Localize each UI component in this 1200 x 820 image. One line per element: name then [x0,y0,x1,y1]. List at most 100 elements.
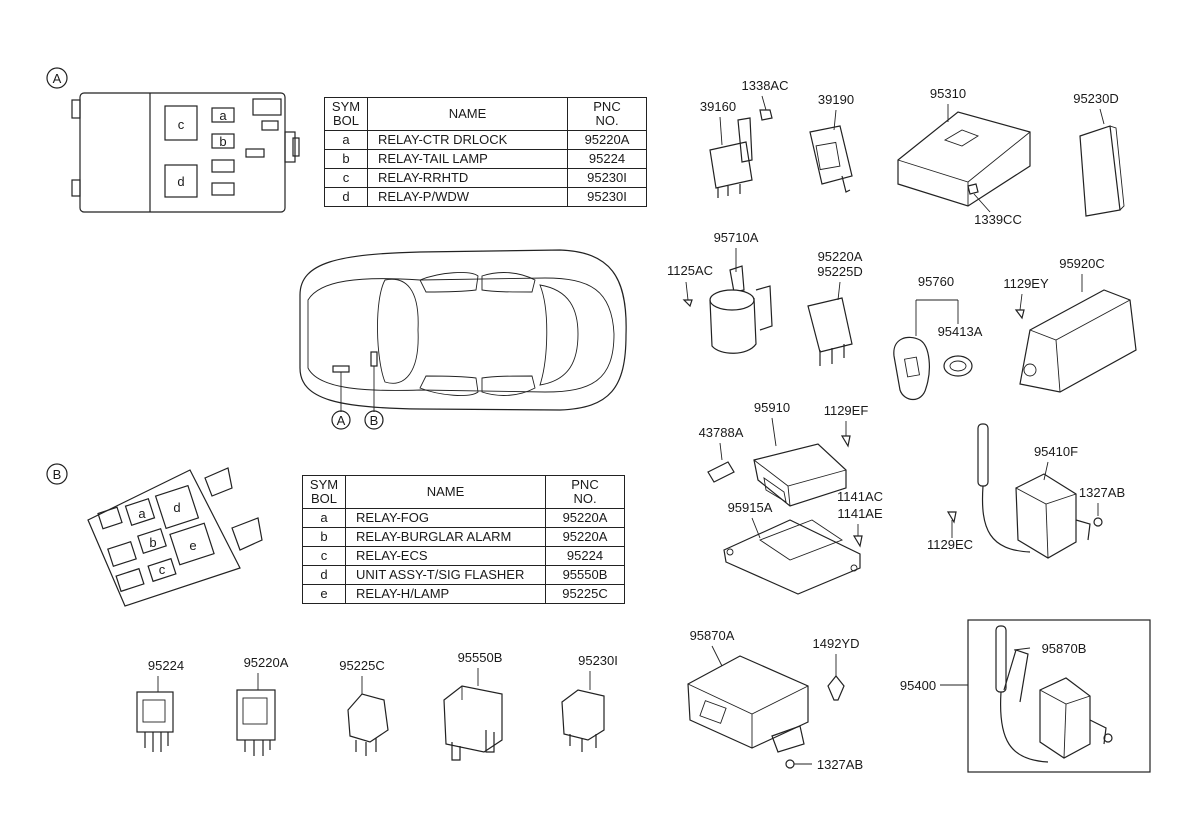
svg-text:95230I: 95230I [578,653,618,668]
sensor-95410f: 95410F 1327AB 1129EC [927,423,1125,559]
svg-text:95230D: 95230D [1073,91,1119,106]
box-95400: 95400 95870B [900,619,1151,773]
svg-text:1327AB: 1327AB [1079,485,1125,500]
svg-text:1129EF: 1129EF [824,403,869,418]
row-symbol: c [302,546,346,566]
relay-39160: 39160 1338AC [700,78,788,198]
row-name: RELAY-H/LAMP [345,584,546,604]
svg-text:95870B: 95870B [1042,641,1087,656]
svg-text:95920C: 95920C [1059,256,1105,271]
svg-text:43788A: 43788A [699,425,744,440]
svg-text:95760: 95760 [918,274,954,289]
relay-95220a-bottom: 95220A [236,655,289,756]
row-name: RELAY-TAIL LAMP [367,149,568,169]
row-symbol: c [324,168,368,188]
svg-text:95220A: 95220A [244,655,289,670]
row-pnc: 95230I [567,187,647,207]
row-name: RELAY-CTR DRLOCK [367,130,568,150]
module-95870a: 95870A 1492YD 1327AB [687,628,863,772]
svg-text:95915A: 95915A [728,500,773,515]
fuse-b-label-a: a [138,506,146,521]
row-symbol: d [302,565,346,585]
table-row: d UNIT ASSY-T/SIG FLASHER 95550B [302,565,625,585]
row-pnc: 95220A [545,508,625,528]
row-symbol: b [324,149,368,169]
header-name: NAME [345,475,546,509]
car-callout-a: A [337,413,346,428]
fuse-box-a: c a b d [71,92,300,213]
row-name: RELAY-BURGLAR ALARM [345,527,546,547]
svg-text:1141AE: 1141AE [837,506,883,521]
row-symbol: d [324,187,368,207]
svg-text:1141AC: 1141AC [837,489,883,504]
row-name: RELAY-FOG [345,508,546,528]
table-b: SYM BOL NAME PNC NO. a RELAY-FOG 95220A … [302,475,625,604]
fuse-a-label-a: a [219,108,227,123]
row-symbol: a [302,508,346,528]
row-pnc: 95224 [567,149,647,169]
unit-95550b: 95550B [443,650,503,761]
table-row: e RELAY-H/LAMP 95225C [302,584,625,604]
relay-95225c: 95225C [339,658,389,756]
svg-text:95410F: 95410F [1034,444,1078,459]
relay-95230i-bottom: 95230I [561,653,618,752]
svg-text:95225C: 95225C [339,658,385,673]
table-b-header-row: SYM BOL NAME PNC NO. [302,475,625,509]
header-pnc: PNC NO. [545,475,625,509]
svg-text:95220A: 95220A [818,249,863,264]
table-row: b RELAY-TAIL LAMP 95224 [324,149,647,169]
row-name: RELAY-ECS [345,546,546,566]
svg-text:39190: 39190 [818,92,854,107]
fuse-b-label-e: e [189,538,196,553]
svg-text:B: B [53,467,62,482]
table-row: c RELAY-ECS 95224 [302,546,625,566]
header-symbol: SYM BOL [302,475,346,509]
row-pnc: 95230I [567,168,647,188]
row-pnc: 95220A [545,527,625,547]
svg-text:95400: 95400 [900,678,936,693]
svg-text:95710A: 95710A [714,230,759,245]
fuse-b-label-c: c [159,562,166,577]
svg-text:1129EC: 1129EC [927,537,973,552]
row-symbol: a [324,130,368,150]
svg-text:1339CC: 1339CC [974,212,1022,227]
fuse-a-label-c: c [178,117,185,132]
row-symbol: e [302,584,346,604]
relay-39190: 39190 [809,92,854,193]
svg-text:1129EY: 1129EY [1003,276,1049,291]
table-a-header-row: SYM BOL NAME PNC NO. [324,97,647,131]
section-b-marker: B [46,463,68,485]
svg-text:95550B: 95550B [458,650,503,665]
unit-95920c: 95920C 1129EY [1003,256,1137,393]
row-pnc: 95224 [545,546,625,566]
row-symbol: b [302,527,346,547]
row-name: RELAY-RRHTD [367,168,568,188]
svg-text:95910: 95910 [754,400,790,415]
fuse-b-label-d: d [173,500,180,515]
svg-text:95225D: 95225D [817,264,863,279]
svg-text:95310: 95310 [930,86,966,101]
bracket-95915a: 95915A 1141AC 1141AE [723,489,883,595]
svg-text:1327AB: 1327AB [817,757,863,772]
header-name: NAME [367,97,568,131]
table-a: SYM BOL NAME PNC NO. a RELAY-CTR DRLOCK … [324,97,647,207]
table-row: b RELAY-BURGLAR ALARM 95220A [302,527,625,547]
table-row: c RELAY-RRHTD 95230I [324,168,647,188]
module-95310: 95310 1339CC [897,86,1031,227]
svg-text:A: A [53,71,62,86]
horn-95710a: 95710A 1125AC [667,230,773,354]
fuse-a-label-b: b [219,134,226,149]
section-a-marker: A [46,67,68,89]
table-row: d RELAY-P/WDW 95230I [324,187,647,207]
table-row: a RELAY-FOG 95220A [302,508,625,528]
row-name: UNIT ASSY-T/SIG FLASHER [345,565,546,585]
svg-text:95224: 95224 [148,658,184,673]
svg-text:95870A: 95870A [690,628,735,643]
header-symbol: SYM BOL [324,97,368,131]
car-top-view: A B [299,249,627,430]
fuse-b-label-b: b [149,535,156,550]
car-callout-b: B [370,413,379,428]
svg-text:1125AC: 1125AC [667,263,713,278]
header-pnc: PNC NO. [567,97,647,131]
